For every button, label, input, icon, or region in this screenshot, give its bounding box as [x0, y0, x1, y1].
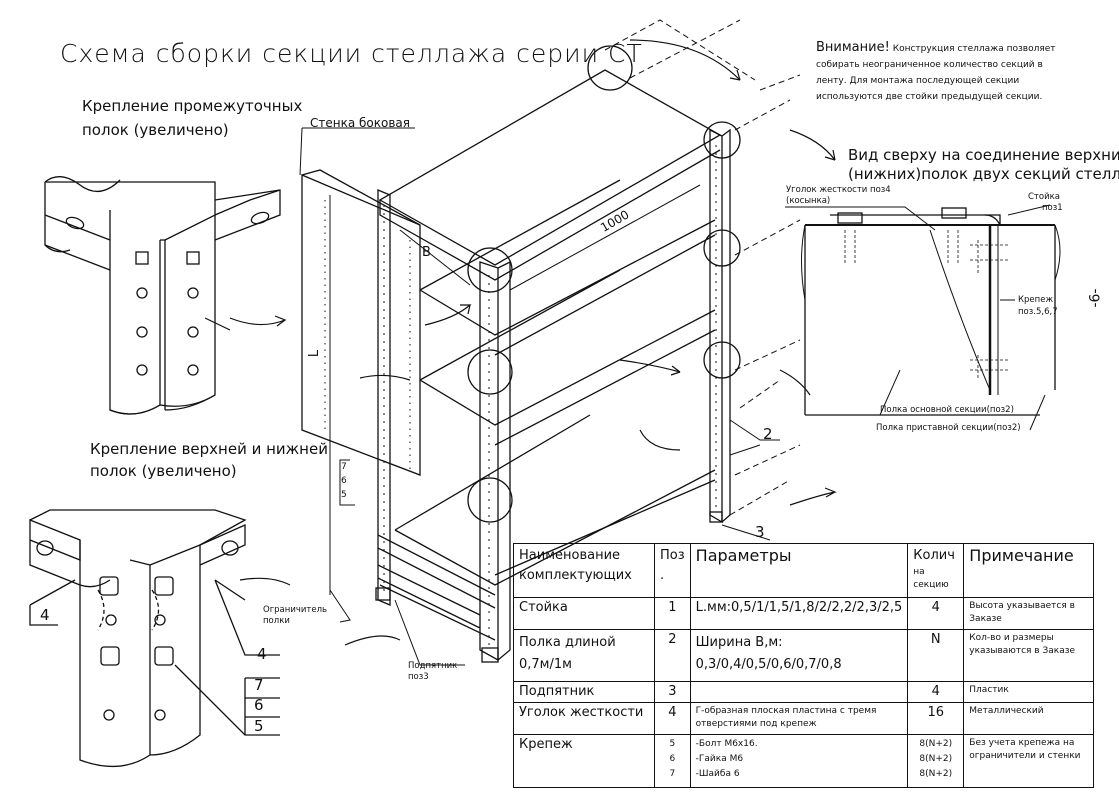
label-corner-1: Уголок жесткости поз4	[786, 185, 891, 195]
header-params: Параметры	[689, 543, 909, 598]
row3-params	[689, 680, 909, 703]
row5-pos-2: 6	[669, 754, 676, 765]
label-shelf-main: Полка основной секции(поз2)	[880, 405, 1014, 415]
label-post-2: поз1	[1042, 203, 1063, 213]
table-row: Подпятник 3 4 Пластик	[513, 680, 1094, 703]
row2-note: Кол-во и размеры указываются в Заказе	[963, 629, 1094, 682]
pos-label-4a: 4	[40, 606, 50, 624]
table-row: Стойка 1 L.мм:0,5/1/1,5/1,8/2/2,2/2,3/2,…	[513, 596, 1094, 631]
row2-name: Полка длиной 0,7м/1м	[513, 629, 655, 682]
note-line-1: Конструкция стеллажа позволяет	[892, 44, 1056, 54]
stack-a-7: 7	[341, 462, 347, 472]
row1-pos: 1	[654, 596, 691, 631]
continuation-lines	[604, 19, 801, 516]
label-limiter-1: Ограничитель	[263, 605, 328, 615]
caption-topbottom-line1: Крепление верхней и нижней	[90, 440, 328, 458]
row3-pos: 3	[654, 680, 691, 703]
page-number: -6-	[1087, 288, 1104, 308]
caption-topbottom-line2: полок (увеличено)	[90, 462, 237, 480]
caption-middle-line1: Крепление промежуточных	[82, 97, 303, 115]
note-line-2: собирать неограниченное количество секци…	[816, 60, 1043, 70]
label-foot-1: Подпятник	[408, 661, 458, 671]
stack-b-5: 5	[254, 717, 264, 735]
detail-middle-shelf-mount	[44, 176, 281, 415]
row4-pos: 4	[654, 701, 691, 736]
side-wall	[299, 127, 421, 595]
row1-note: Высота указывается в Заказе	[963, 596, 1094, 631]
pos-label-2: 2	[763, 425, 773, 443]
row1-params: L.мм:0,5/1/1,5/1,8/2/2,2/2,3/2,5	[689, 596, 909, 631]
header-qty: Колич на секцию	[907, 543, 965, 598]
row5-param-1: -Болт М6х16.	[695, 739, 758, 750]
stack-b-7: 7	[254, 676, 264, 694]
page-title: Схема сборки секции стеллажа серии СТ	[60, 39, 643, 68]
header-name: Наименование комплектующих	[513, 543, 655, 598]
row5-param-3: -Шайба 6	[695, 769, 740, 780]
header-pos: Поз .	[654, 543, 691, 598]
row3-note: Пластик	[963, 680, 1094, 703]
detail-top-view	[785, 204, 1061, 431]
row4-qty: 16	[907, 701, 965, 736]
rack	[375, 45, 741, 663]
note-line-4: используются две стойки предыдущей секци…	[816, 92, 1043, 102]
row5-params: -Болт М6х16. -Гайка М6 -Шайба 6	[689, 734, 909, 788]
row1-qty: 4	[907, 596, 965, 631]
row3-qty: 4	[907, 680, 965, 703]
row1-name: Стойка	[513, 596, 655, 631]
header-note-text: Примечание	[969, 546, 1074, 565]
label-limiter-2: полки	[263, 616, 290, 626]
row2-pos: 2	[654, 629, 691, 682]
row2-params: Ширина В,м: 0,3/0,4/0,5/0,6/0,7/0,8	[689, 629, 909, 682]
row4-params: Г-образная плоская пластина с тремя отве…	[689, 701, 909, 736]
pos-label-4b: 4	[257, 645, 267, 663]
table-row: Полка длиной 0,7м/1м 2 Ширина В,м: 0,3/0…	[513, 629, 1094, 682]
row5-name: Крепеж	[513, 734, 655, 788]
note-title: Внимание!	[816, 40, 890, 55]
row4-note: Металлический	[963, 701, 1094, 736]
row5-qty-3: 8(N+2)	[919, 769, 953, 780]
row5-pos-1: 5	[669, 739, 676, 750]
label-fastener-1: Крепеж	[1018, 295, 1054, 305]
row5-pos-3: 7	[669, 769, 676, 780]
header-qty-line1: Колич	[913, 548, 955, 563]
row5-qty-2: 8(N+2)	[919, 754, 953, 765]
caption-topview-line1: Вид сверху на соединение верхних	[848, 146, 1119, 164]
detail-top-bottom-mount	[29, 509, 280, 768]
row2-qty: N	[907, 629, 965, 682]
stack-a-6: 6	[341, 476, 347, 486]
arrows	[204, 39, 838, 646]
table-row: Крепеж 5 6 7 -Болт М6х16. -Гайка М6 -Шай…	[513, 734, 1094, 788]
label-dim-l: L	[307, 349, 323, 358]
label-foot-2: поз3	[408, 672, 429, 682]
label-post-1: Стойка	[1028, 192, 1060, 202]
table-header-row: Наименование комплектующих Поз . Парамет…	[513, 543, 1094, 598]
table-row: Уголок жесткости 4 Г-образная плоская пл…	[513, 701, 1094, 736]
row5-qty: 8(N+2) 8(N+2) 8(N+2)	[907, 734, 965, 788]
pos-label-3: 3	[755, 523, 765, 541]
label-side-wall: Стенка боковая	[310, 116, 410, 130]
warning-note: Внимание! Конструкция стеллажа позволяет…	[816, 40, 1056, 105]
note-line-3: ленту. Для монтажа последующей секции	[816, 76, 1020, 86]
row3-name: Подпятник	[513, 680, 655, 703]
label-fastener-2: поз.5,6,7	[1018, 307, 1058, 317]
stack-b-6: 6	[254, 696, 264, 714]
row5-param-2: -Гайка М6	[695, 754, 744, 765]
row5-pos: 5 6 7	[654, 734, 691, 788]
header-params-text: Параметры	[695, 546, 792, 565]
label-corner-2: (косынка)	[786, 196, 831, 206]
stack-a-5: 5	[341, 490, 347, 500]
row4-name: Уголок жесткости	[513, 701, 655, 736]
row5-qty-1: 8(N+2)	[919, 739, 953, 750]
spec-table: Наименование комплектующих Поз . Парамет…	[513, 543, 1094, 788]
row5-note: Без учета крепежа на ограничители и стен…	[963, 734, 1094, 788]
label-dim-b: B	[422, 245, 431, 260]
caption-topview-line2: (нижних)полок двух секций стеллажа	[848, 165, 1119, 183]
header-qty-line2: на секцию	[913, 567, 949, 590]
label-shelf-add: Полка приставной секции(поз2)	[876, 423, 1021, 433]
caption-middle-line2: полок (увеличено)	[82, 121, 229, 139]
header-note: Примечание	[963, 543, 1094, 598]
